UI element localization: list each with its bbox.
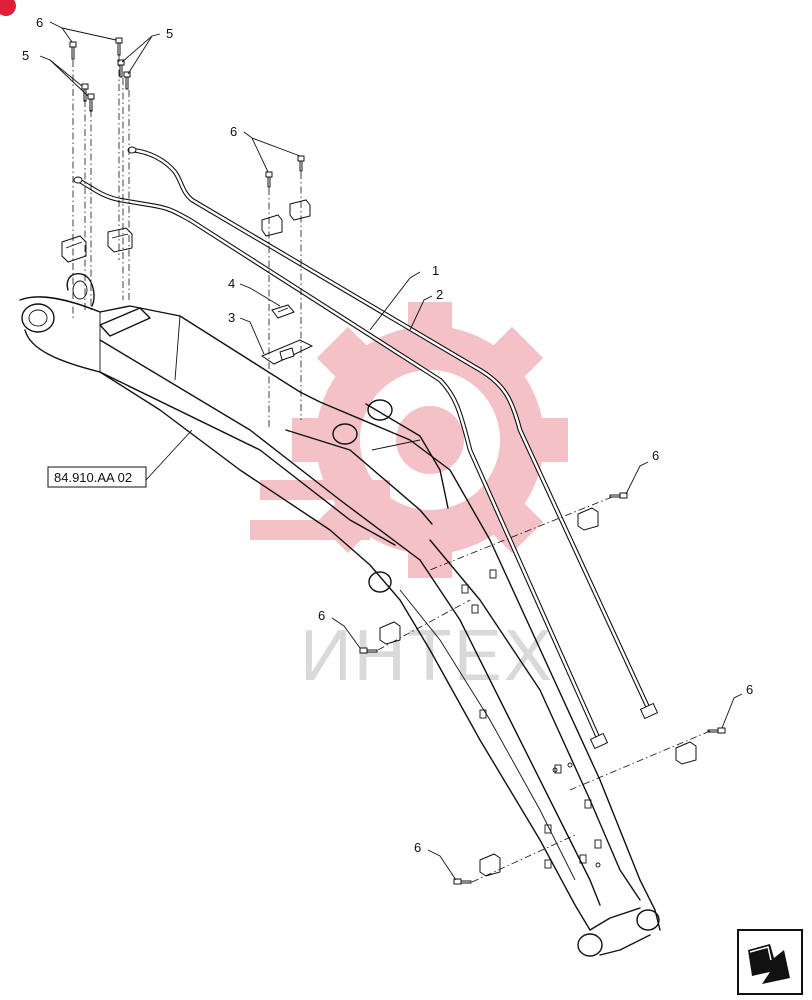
callout-5-top: 5 <box>166 26 173 41</box>
clamp-mid <box>261 199 311 237</box>
clamp-boom-side <box>379 507 697 877</box>
reference-box[interactable]: 84.910.AA 02 <box>47 466 147 488</box>
bolt-icons <box>69 37 726 885</box>
boom-body <box>19 272 661 957</box>
callout-5-left: 5 <box>22 48 29 63</box>
pipe-2 <box>127 146 659 720</box>
center-lines <box>72 55 711 883</box>
red-badge-icon <box>0 0 16 16</box>
callout-4: 4 <box>228 276 235 291</box>
reference-label: 84.910.AA 02 <box>54 470 132 485</box>
callout-1: 1 <box>432 263 439 278</box>
callout-6-bottom: 6 <box>414 840 421 855</box>
callout-6-top-left: 6 <box>36 15 43 30</box>
plate-part-3 <box>260 339 314 365</box>
watermark-text: ИНТЕХ <box>300 616 554 696</box>
callout-6-mid-lower: 6 <box>318 608 325 623</box>
next-page-arrow-icon[interactable] <box>737 929 803 995</box>
callout-2: 2 <box>436 287 443 302</box>
callout-6-right-lower: 6 <box>746 682 753 697</box>
callout-6-mid-top: 6 <box>230 124 237 139</box>
callout-6-right-upper: 6 <box>652 448 659 463</box>
watermark-gear-icon <box>250 302 568 578</box>
plate-part-4 <box>271 304 295 319</box>
clamp-top-left <box>61 227 133 263</box>
callout-3: 3 <box>228 310 235 325</box>
pipe-1 <box>73 176 609 750</box>
leader-lines <box>39 21 743 881</box>
